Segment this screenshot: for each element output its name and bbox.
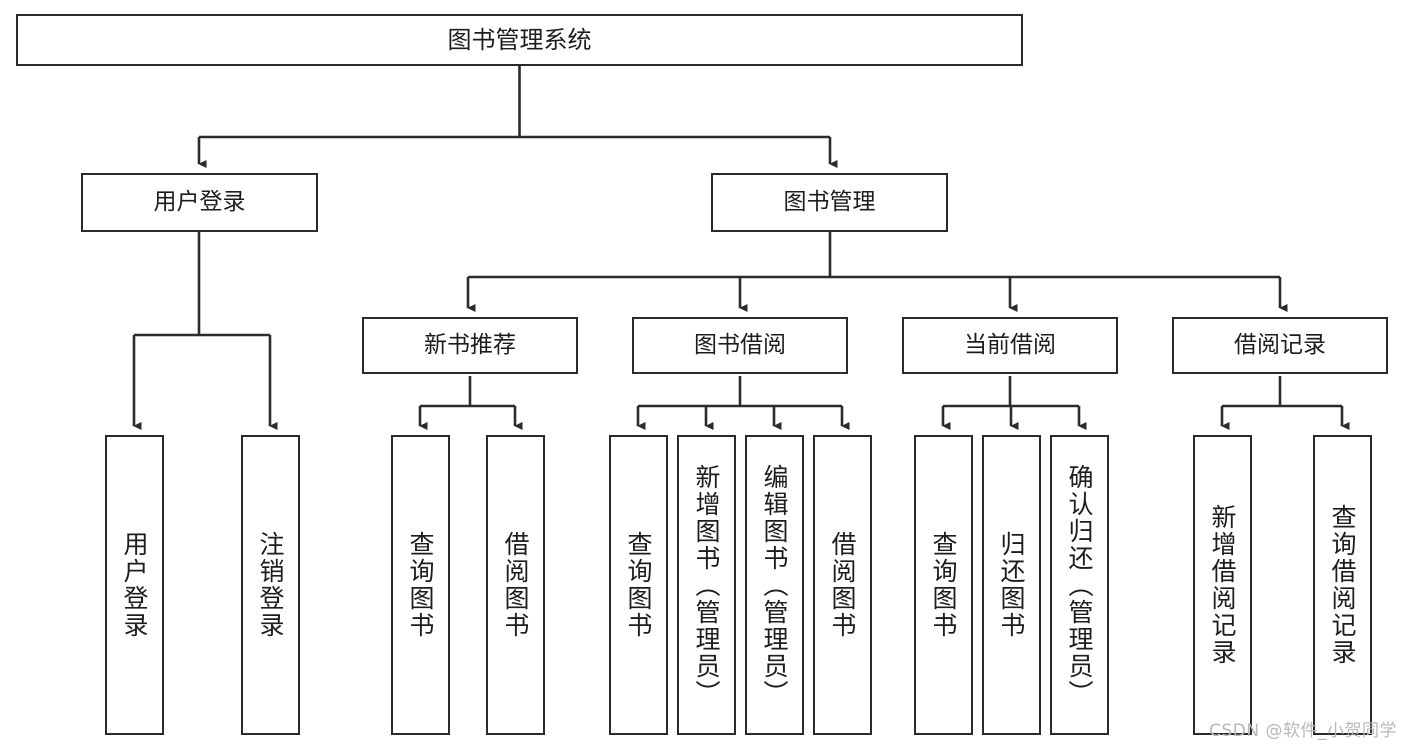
leaf-borrow-edit-book-admin[interactable]: 编辑图书（管理员）	[745, 435, 804, 735]
leaf-borrow-add-book-admin[interactable]: 新增图书（管理员）	[677, 435, 736, 735]
node-label: 借阅记录	[1234, 331, 1326, 358]
node-label: 查询图书	[929, 531, 958, 639]
node-user-login[interactable]: 用户登录	[81, 173, 318, 232]
node-label: 图书借阅	[694, 331, 786, 358]
node-label: 注销登录	[256, 531, 285, 639]
leaf-borrow-borrow-book[interactable]: 借阅图书	[813, 435, 872, 735]
node-label: 借阅图书	[501, 531, 530, 639]
node-book-management[interactable]: 图书管理	[711, 173, 948, 232]
leaf-current-return-book[interactable]: 归还图书	[982, 435, 1041, 735]
node-label: 新增图书（管理员）	[692, 463, 721, 707]
node-current-borrow[interactable]: 当前借阅	[902, 317, 1118, 374]
leaf-record-query-borrow-record[interactable]: 查询借阅记录	[1313, 435, 1372, 735]
node-new-book-recommend[interactable]: 新书推荐	[362, 317, 578, 374]
node-label: 新增借阅记录	[1208, 504, 1237, 666]
node-label: 查询图书	[624, 531, 653, 639]
node-label: 图书管理	[783, 188, 876, 215]
leaf-new-book-query[interactable]: 查询图书	[391, 435, 450, 735]
node-label: 查询图书	[406, 531, 435, 639]
node-label: 查询借阅记录	[1328, 504, 1357, 666]
node-label: 图书管理系统	[447, 25, 592, 54]
node-label: 用户登录	[120, 531, 149, 639]
node-root-book-management-system[interactable]: 图书管理系统	[16, 14, 1023, 66]
node-label: 借阅图书	[828, 531, 857, 639]
leaf-current-confirm-return-admin[interactable]: 确认归还（管理员）	[1050, 435, 1109, 735]
node-label: 当前借阅	[964, 331, 1056, 358]
node-label: 新书推荐	[424, 331, 516, 358]
node-label: 编辑图书（管理员）	[760, 463, 789, 707]
leaf-record-add-borrow-record[interactable]: 新增借阅记录	[1193, 435, 1252, 735]
node-book-borrow[interactable]: 图书借阅	[632, 317, 848, 374]
leaf-user-login-logout[interactable]: 注销登录	[241, 435, 300, 735]
leaf-borrow-query-book[interactable]: 查询图书	[609, 435, 668, 735]
leaf-current-query-book[interactable]: 查询图书	[914, 435, 973, 735]
node-label: 确认归还（管理员）	[1065, 463, 1094, 707]
node-label: 归还图书	[997, 531, 1026, 639]
node-borrow-record[interactable]: 借阅记录	[1172, 317, 1388, 374]
leaf-new-book-borrow[interactable]: 借阅图书	[486, 435, 545, 735]
leaf-user-login-login[interactable]: 用户登录	[105, 435, 164, 735]
csdn-watermark: CSDN @软件_小贺同学	[1209, 721, 1397, 741]
node-label: 用户登录	[153, 188, 246, 215]
